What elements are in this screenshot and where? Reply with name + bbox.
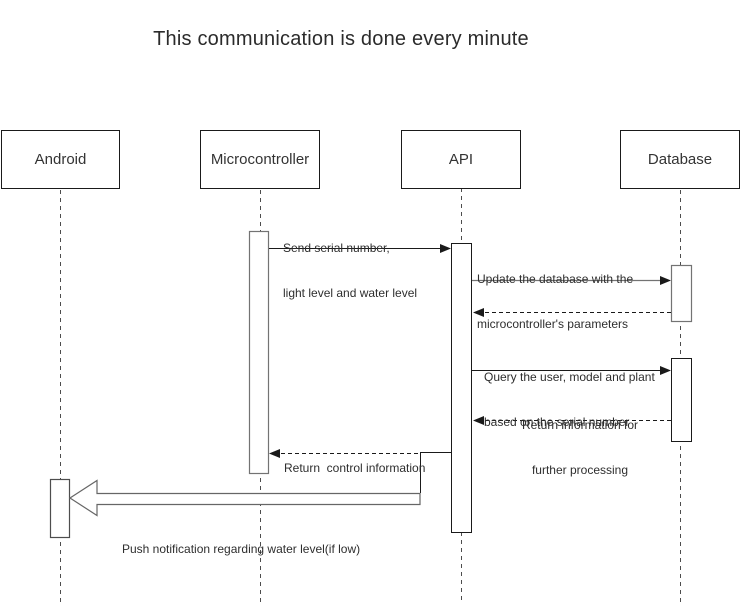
activation-bar-microcontroller	[248, 230, 270, 475]
label-line: microcontroller's parameters	[477, 317, 629, 331]
label-line: Return information for	[521, 418, 639, 432]
label-update-database: Update the database with the microcontro…	[477, 242, 633, 347]
actor-label-database: Database	[647, 151, 713, 168]
label-line: Send serial number,	[283, 241, 390, 255]
label-line: Update the database with the	[477, 272, 634, 286]
actor-label-android: Android	[34, 151, 87, 168]
actor-box-database: Database	[620, 130, 740, 189]
arrow-query-user-model-plant	[472, 366, 671, 375]
actor-label-api: API	[448, 151, 474, 168]
arrow-return-information	[473, 416, 671, 425]
actor-label-microcontroller: Microcontroller	[210, 151, 310, 168]
label-push-notification: Push notification regarding water level(…	[122, 512, 360, 572]
activation-bar-api	[451, 243, 472, 533]
arrow-return-control-information	[269, 449, 452, 493]
label-query-user-model-plant: Query the user, model and plant based on…	[484, 340, 655, 445]
label-line: further processing	[531, 463, 629, 477]
activation-bar-android	[49, 478, 71, 539]
arrow-return-after-update	[473, 308, 671, 317]
label-line: Push notification regarding water level(…	[122, 542, 361, 556]
label-return-control-information: Return control information	[284, 431, 425, 491]
activation-bar-database-2	[671, 358, 692, 442]
label-line: based on the serial number	[484, 415, 630, 429]
activation-bar-database-1	[670, 264, 693, 323]
label-line: Query the user, model and plant	[484, 370, 655, 384]
big-open-arrow-push-notification	[68, 479, 421, 517]
diagram-title: This communication is done every minute	[153, 28, 529, 50]
actor-box-microcontroller: Microcontroller	[200, 130, 320, 189]
label-line: Return control information	[284, 461, 426, 475]
actor-box-android: Android	[1, 130, 120, 189]
arrow-send-serial-number	[269, 244, 451, 253]
label-return-information: Return information for further processin…	[500, 388, 660, 493]
actor-box-api: API	[401, 130, 521, 189]
label-line: light level and water level	[283, 286, 418, 300]
label-send-serial-number: Send serial number, light level and wate…	[283, 211, 417, 316]
arrow-update-database	[472, 276, 671, 285]
